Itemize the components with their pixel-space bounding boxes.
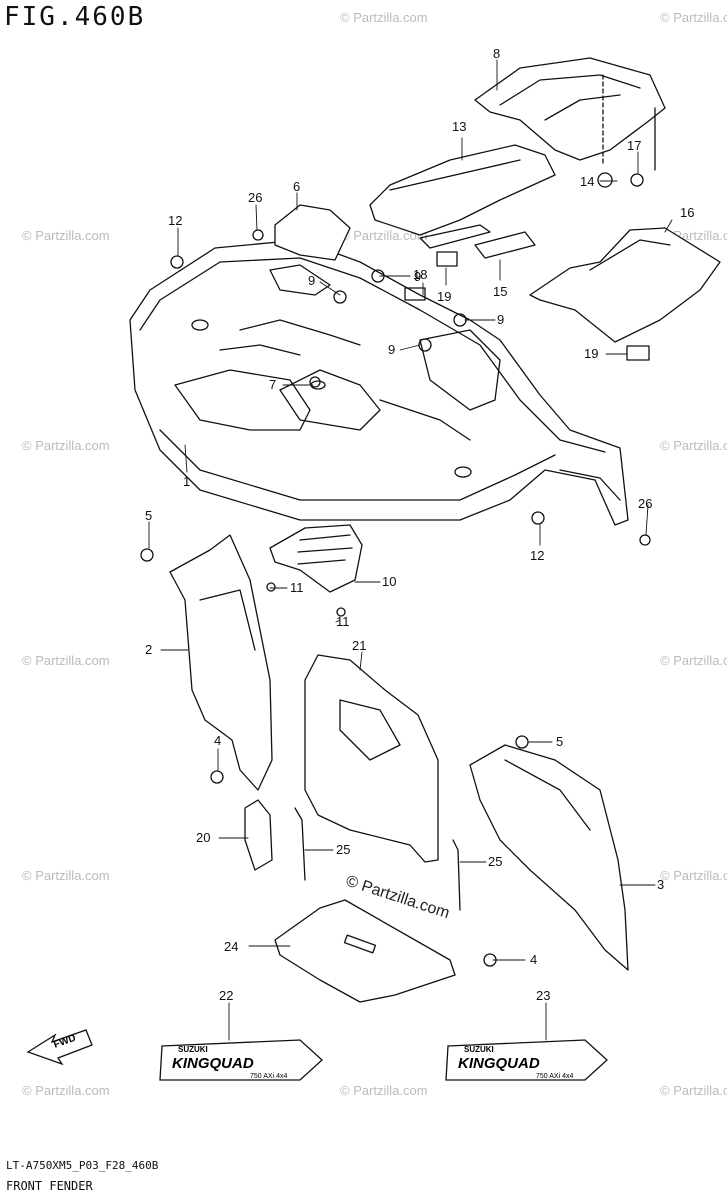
bracket-part xyxy=(369,144,556,249)
callout-label[interactable]: 9 xyxy=(497,312,504,327)
clip-icon xyxy=(170,255,184,269)
watermark: © Partzilla.com xyxy=(22,1083,110,1098)
callout-label[interactable]: 25 xyxy=(336,842,350,857)
decal-sub: 750 AXi 4x4 xyxy=(536,1073,573,1080)
callout-label[interactable]: 4 xyxy=(214,733,221,748)
callout-label[interactable]: 9 xyxy=(308,273,315,288)
washer-icon xyxy=(309,376,321,388)
square-pad-part xyxy=(404,287,426,301)
watermark: © Partzilla.com xyxy=(22,868,110,883)
callout-label[interactable]: 11 xyxy=(336,614,350,629)
callout-label[interactable]: 8 xyxy=(493,46,500,61)
rivet-icon xyxy=(252,229,264,241)
callout-label[interactable]: 10 xyxy=(382,574,396,589)
decal-right: SUZUKI KINGQUAD 750 AXi 4x4 xyxy=(445,1039,608,1081)
grille-part xyxy=(269,524,363,593)
callout-label[interactable]: 3 xyxy=(657,877,664,892)
rivet-icon xyxy=(639,534,651,546)
callout-label[interactable]: 4 xyxy=(530,952,537,967)
side-panel-part xyxy=(529,227,721,343)
callout-label[interactable]: 19 xyxy=(584,346,598,361)
watermark: © Partzilla.com xyxy=(660,438,727,453)
decal-model: KINGQUAD xyxy=(172,1055,254,1072)
callout-label[interactable]: 25 xyxy=(488,854,502,869)
callout-label[interactable]: 1 xyxy=(183,474,190,489)
callout-label[interactable]: 9 xyxy=(388,342,395,357)
bolt-icon xyxy=(140,548,154,562)
callout-label[interactable]: 11 xyxy=(290,580,304,595)
block-part xyxy=(436,251,458,267)
figure-name: FRONT FENDER xyxy=(6,1179,93,1193)
callout-label[interactable]: 16 xyxy=(680,205,694,220)
watermark: © Partzilla.com xyxy=(340,1083,428,1098)
callout-label[interactable]: 7 xyxy=(269,377,276,392)
callout-label[interactable]: 5 xyxy=(556,734,563,749)
screw-icon xyxy=(266,582,276,592)
watermark: © Partzilla.com xyxy=(22,228,110,243)
figure-title: FIG.460B xyxy=(4,2,146,32)
front-fender-part xyxy=(129,239,629,526)
watermark: © Partzilla.com xyxy=(660,868,727,883)
callout-label[interactable]: 18 xyxy=(413,267,427,282)
callout-label[interactable]: 26 xyxy=(638,496,652,511)
callout-label[interactable]: 24 xyxy=(224,939,238,954)
right-inner-guard-part xyxy=(469,744,629,971)
decal-model: KINGQUAD xyxy=(458,1055,540,1072)
grommet-icon xyxy=(597,172,613,188)
bolt-icon xyxy=(210,770,224,784)
left-inner-guard-part xyxy=(169,534,273,791)
watermark: © Partzilla.com xyxy=(660,10,727,25)
watermark: © Partzilla.com xyxy=(340,228,428,243)
small-bracket-part xyxy=(244,799,273,871)
callout-label[interactable]: 6 xyxy=(293,179,300,194)
decal-brand: SUZUKI xyxy=(178,1045,208,1054)
callout-label[interactable]: 12 xyxy=(168,213,182,228)
decal-sub: 750 AXi 4x4 xyxy=(250,1073,287,1080)
callout-label[interactable]: 23 xyxy=(536,988,550,1003)
callout-label[interactable]: 15 xyxy=(493,284,507,299)
clip-icon xyxy=(630,173,644,187)
skid-plate-part xyxy=(274,899,456,1003)
upper-panel-part xyxy=(474,57,666,171)
callout-labels: 1 2 3 4 4 5 5 6 7 8 9 9 9 9 10 11 11 12 … xyxy=(145,46,694,1003)
clip-icon xyxy=(333,290,347,304)
callout-label[interactable]: 14 xyxy=(580,174,594,189)
forward-arrow-icon: FWD xyxy=(26,1029,93,1066)
cable-tie-part xyxy=(294,807,306,881)
watermark: © Partzilla.com xyxy=(22,653,110,668)
block-part xyxy=(626,345,650,361)
callout-label[interactable]: 26 xyxy=(248,190,262,205)
callout-label[interactable]: 19 xyxy=(437,289,451,304)
callout-label[interactable]: 22 xyxy=(219,988,233,1003)
watermark: © Partzilla.com xyxy=(340,10,428,25)
callout-label[interactable]: 2 xyxy=(145,642,152,657)
watermark: © Partzilla.com xyxy=(660,653,727,668)
callout-label[interactable]: 21 xyxy=(352,638,366,653)
callout-label[interactable]: 13 xyxy=(452,119,466,134)
callout-label[interactable]: 9 xyxy=(414,269,421,284)
cover-part xyxy=(274,204,351,261)
clip-icon xyxy=(531,511,545,525)
figure-code: LT-A750XM5_P03_F28_460B xyxy=(6,1159,159,1172)
screw-icon xyxy=(336,607,346,617)
leader-lines xyxy=(148,59,673,1041)
watermark: © Partzilla.com xyxy=(22,438,110,453)
watermark: © Partzilla.com xyxy=(660,1083,727,1098)
decal-left: SUZUKI KINGQUAD 750 AXi 4x4 xyxy=(159,1039,323,1081)
bolt-icon xyxy=(515,735,529,749)
mud-flap-part xyxy=(304,654,439,863)
callout-label[interactable]: 17 xyxy=(627,138,641,153)
callout-label[interactable]: 20 xyxy=(196,830,210,845)
decal-brand: SUZUKI xyxy=(464,1045,494,1054)
callout-label[interactable]: 12 xyxy=(530,548,544,563)
pad-part xyxy=(474,231,536,259)
cable-tie-part xyxy=(452,839,461,911)
callout-label[interactable]: 5 xyxy=(145,508,152,523)
